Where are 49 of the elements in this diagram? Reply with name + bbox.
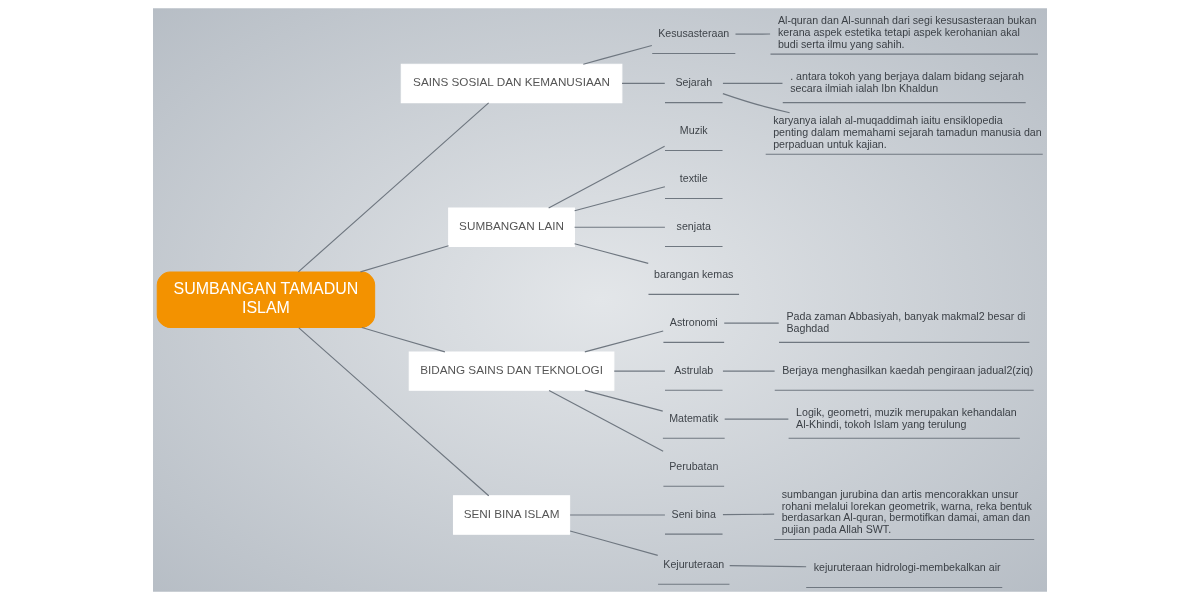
connector <box>729 565 807 568</box>
node-text: Seni bina <box>671 507 716 520</box>
node-text: Kesusasteraan <box>658 27 730 40</box>
node-text: . antara tokoh yang berjaya dalam bidang sejarah secara ilmiah ialah Ibn Khaldun <box>790 70 1024 94</box>
connector <box>724 418 789 420</box>
connector <box>574 186 666 212</box>
node-text: textile <box>679 171 708 184</box>
connector <box>297 102 490 273</box>
node-text: sumbangan jurubina dan artis mencorakkan unsur rohani melalui lorekan geometrik, warna, reka bentuk berdasarkan Al-quran, bermotifkan damai, aman dan pujian pada Allah SWT. <box>781 487 1032 536</box>
connector <box>722 93 791 114</box>
connector <box>582 44 653 65</box>
connector <box>574 243 649 264</box>
node-box: BIDANG SAINS DAN TEKNOLOGI <box>408 351 615 391</box>
connector <box>359 245 450 273</box>
node-text: barangan kemas <box>654 267 734 280</box>
connector <box>584 389 664 412</box>
node-box: SUMBANGAN TAMADUN ISLAM <box>156 271 376 328</box>
node-text: karyanya ialah al-muqaddimah iaitu ensiklopedia penting dalam memahami sejarah tamadun manusia dan perpaduan untuk kajian. <box>773 114 1042 150</box>
node-text: kejuruteraan hidrologi-membekalkan air <box>813 560 1001 573</box>
node-text: Berjaya menghasilkan kaedah pengiraan jadual2(ziq) <box>782 363 1034 376</box>
node-text: Astronomi <box>669 315 718 328</box>
connector <box>613 370 666 372</box>
node-text: Muzik <box>679 124 708 137</box>
node-text: Kejuruteraan <box>663 557 725 570</box>
connector <box>621 82 666 84</box>
node-box: SUMBANGAN LAIN <box>448 207 575 247</box>
connector <box>723 322 780 324</box>
connector <box>548 389 664 452</box>
connector <box>298 327 490 497</box>
connector <box>734 33 771 35</box>
node-text: Astrulab <box>674 363 714 376</box>
connector <box>569 514 666 516</box>
node-box: SENI BINA ISLAM <box>452 495 571 535</box>
node-text: Pada zaman Abbasiyah, banyak makmal2 besar di Baghdad <box>786 309 1026 334</box>
connector <box>722 82 784 84</box>
node-box: SAINS SOSIAL DAN KEMANUSIAAN <box>400 63 623 104</box>
node-text: Perubatan <box>669 459 719 472</box>
connector <box>548 145 666 209</box>
node-text: Sejarah <box>675 76 713 89</box>
connector <box>722 370 776 372</box>
node-text: Logik, geometri, muzik merupakan kehandalan Al-Khindi, tokoh Islam yang terulung <box>796 405 1017 430</box>
connector <box>722 513 775 516</box>
node-text: Al-quran dan Al-sunnah dari segi kesusasteraan bukan kerana aspek estetika tetapi aspek kerohanian akal budi serta ilmu yang sahih. <box>777 14 1037 50</box>
connector <box>361 326 446 353</box>
connector <box>574 226 666 228</box>
node-text: Matematik <box>669 411 719 424</box>
node-text: senjata <box>676 219 711 232</box>
connector <box>584 330 664 353</box>
connector <box>569 530 659 556</box>
